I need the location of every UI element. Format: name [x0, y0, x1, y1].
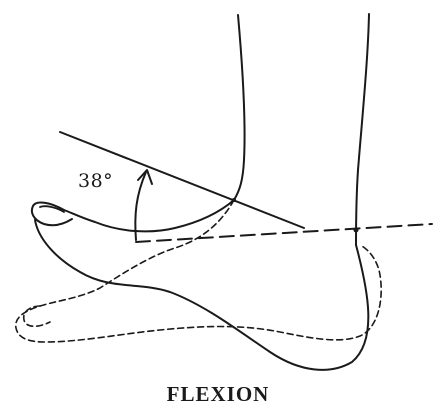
leg-back-outline [356, 14, 369, 245]
flexed-foot-top [64, 200, 234, 231]
foot-marker [232, 198, 236, 202]
ankle-pivot-marker [354, 228, 359, 233]
neutral-foot-toe-outline [24, 306, 50, 326]
angle-arc [135, 172, 146, 240]
angle-label: 38° [78, 170, 113, 192]
flexed-foot-toe [32, 203, 72, 226]
figure-caption: FLEXION [0, 382, 436, 407]
leg-front-outline [234, 15, 245, 200]
